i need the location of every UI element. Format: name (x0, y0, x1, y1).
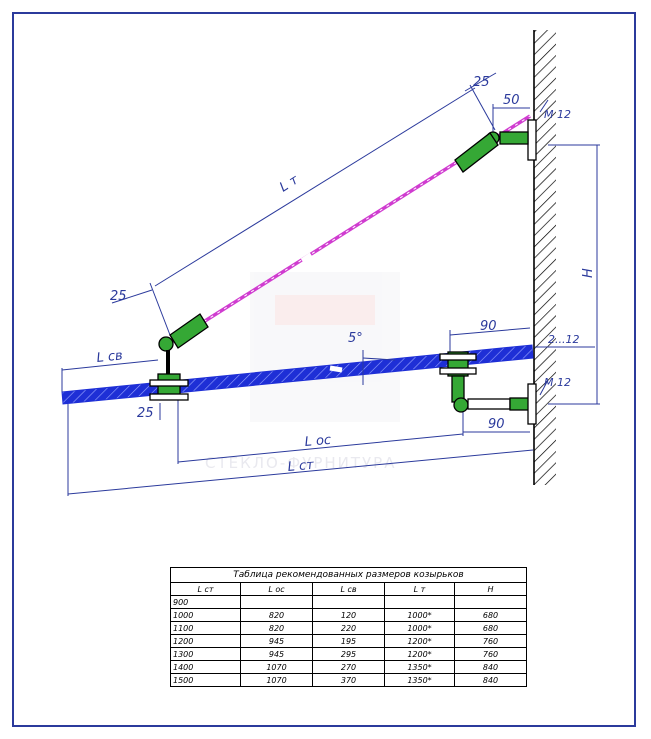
cell: 1070 (240, 673, 313, 687)
label-lst: L ст (287, 458, 315, 475)
label-range: 2...12 (548, 333, 580, 346)
label-m12-top: M 12 (544, 108, 571, 121)
cell: 820 (240, 621, 313, 635)
cell (454, 595, 527, 609)
cell: 1200 (170, 634, 241, 648)
cell (384, 595, 455, 609)
table-row: 1000 820 120 1000* 680 (170, 608, 527, 622)
label-lsv: L св (96, 348, 124, 366)
cell: 120 (312, 608, 385, 622)
cell: 840 (454, 673, 527, 687)
cell: 270 (312, 660, 385, 674)
cell: 760 (454, 647, 527, 661)
label-25-left: 25 (110, 289, 127, 304)
cell (240, 595, 313, 609)
table-row: 1300 945 295 1200* 760 (170, 647, 527, 661)
header-lst: L ст (170, 582, 241, 596)
cell: 1000* (384, 608, 455, 622)
fittings (149, 119, 537, 425)
wall (533, 30, 556, 485)
cell: 1300 (170, 647, 241, 661)
label-los: L ос (304, 433, 332, 450)
label-angle: 5° (348, 331, 363, 346)
cell: 1200* (384, 647, 455, 661)
cell: 680 (454, 608, 527, 622)
cell: 900 (170, 595, 241, 609)
cell: 680 (454, 621, 527, 635)
table-row: 1100 820 220 1000* 680 (170, 621, 527, 635)
cell: 1000* (384, 621, 455, 635)
table-header-row: L ст L ос L св L т H (170, 582, 527, 596)
header-h: H (454, 582, 527, 596)
cell: 1500 (170, 673, 241, 687)
label-m12-bottom: M 12 (544, 376, 571, 389)
header-lt: L т (384, 582, 455, 596)
cell: 370 (312, 673, 385, 687)
label-h: H (581, 268, 596, 278)
table-title: Таблица рекомендованных размеров козырьк… (170, 567, 527, 582)
cell: 945 (240, 634, 313, 648)
cell: 220 (312, 621, 385, 635)
drawing-frame (12, 12, 636, 727)
cell: 1100 (170, 621, 241, 635)
cell: 1350* (384, 660, 455, 674)
label-25-bottom: 25 (137, 406, 154, 421)
table-row: 1200 945 195 1200* 760 (170, 634, 527, 648)
label-25-top: 25 (473, 75, 490, 90)
cell: 1350* (384, 673, 455, 687)
watermark-logo (250, 272, 400, 422)
cell: 1400 (170, 660, 241, 674)
cell: 1070 (240, 660, 313, 674)
cell: 820 (240, 608, 313, 622)
table-row: 900 (170, 595, 527, 609)
label-90-bottom: 90 (488, 417, 505, 432)
header-los: L ос (240, 582, 313, 596)
cell (312, 595, 385, 609)
label-lt: L т (277, 172, 301, 195)
cell: 295 (312, 647, 385, 661)
cell: 1000 (170, 608, 241, 622)
table-row: 1400 1070 270 1350* 840 (170, 660, 527, 674)
cell: 1200* (384, 634, 455, 648)
cell: 945 (240, 647, 313, 661)
cell: 840 (454, 660, 527, 674)
table-row: 1500 1070 370 1350* 840 (170, 673, 527, 687)
label-90-top: 90 (480, 319, 497, 334)
recommended-sizes-table: Таблица рекомендованных размеров козырьк… (170, 567, 527, 687)
label-50: 50 (503, 93, 520, 108)
dimension-lines (61, 72, 600, 496)
cell: 195 (312, 634, 385, 648)
cell: 760 (454, 634, 527, 648)
header-lsv: L св (312, 582, 385, 596)
